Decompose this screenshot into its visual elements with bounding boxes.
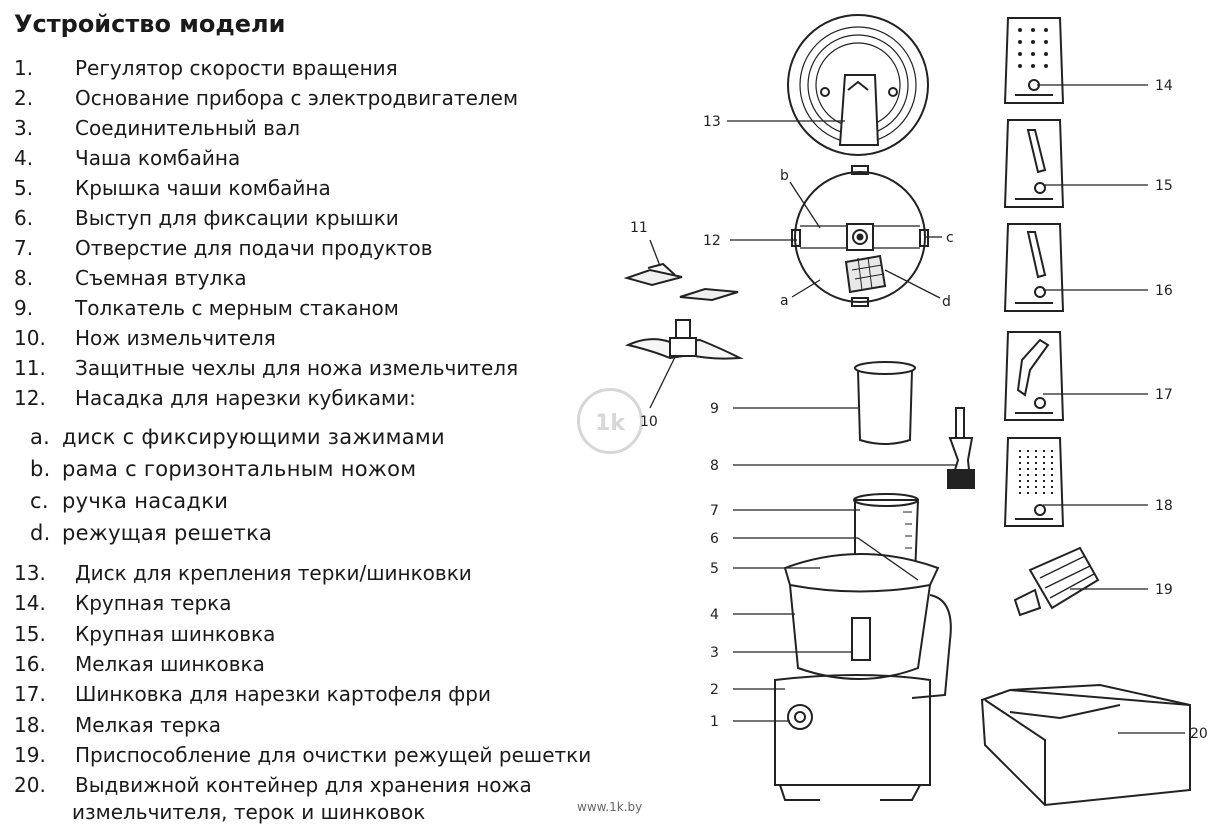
list-item-text: Насадка для нарезки кубиками: xyxy=(75,386,416,410)
list-item-number: 12. xyxy=(14,386,46,410)
part-20-storage-box xyxy=(980,683,1191,807)
callout-a: a xyxy=(780,293,789,309)
list-item-text: Мелкая шинковка xyxy=(75,651,265,676)
callout-labels: 13 12 c b a d 11 10 9 8 7 6 5 4 3 2 1 14… xyxy=(630,78,1208,742)
list-item-text: Съемная втулка xyxy=(75,266,247,290)
list-item-number: 15. xyxy=(14,621,46,646)
list-item-text: Крышка чаши комбайна xyxy=(75,176,331,200)
callout-2: 2 xyxy=(710,682,719,698)
callout-10: 10 xyxy=(640,414,658,430)
footer-url: www.1k.by xyxy=(577,800,643,814)
part-17-fries-slicer xyxy=(1003,331,1065,421)
list-item-text: Регулятор скорости вращения xyxy=(75,56,398,80)
list-item-text: Крупная шинковка xyxy=(75,621,276,646)
list-item-text: Выступ для фиксации крышки xyxy=(75,206,399,230)
part-11-covers xyxy=(623,262,739,302)
list-item-text: ручка насадки xyxy=(62,489,229,513)
part-13-disc xyxy=(787,14,929,156)
list-item-continuation: измельчителя, терок и шинковок xyxy=(72,800,426,824)
list-item-number: 18. xyxy=(14,712,46,737)
list-item-number: 16. xyxy=(14,651,46,676)
callout-15: 15 xyxy=(1155,178,1173,194)
list-item-text: Крупная терка xyxy=(75,591,232,616)
callout-d: d xyxy=(942,294,951,310)
list-item-text: Отверстие для подачи продуктов xyxy=(75,236,433,260)
list-item-text: режущая решетка xyxy=(62,521,273,545)
callout-12: 12 xyxy=(703,233,721,249)
list-item-number: 13. xyxy=(14,561,46,585)
list-item-number: b. xyxy=(30,457,51,481)
list-item-text: диск с фиксирующими зажимами xyxy=(62,425,446,449)
part-15-coarse-slicer xyxy=(1003,119,1065,208)
list-item-number: d. xyxy=(30,521,51,545)
list-item-text: Выдвижной контейнер для хранения ножа xyxy=(75,773,532,798)
part-19-cleaning-tool xyxy=(1013,546,1100,617)
list-item-text: Защитные чехлы для ножа измельчителя xyxy=(75,356,519,380)
list-item-number: c. xyxy=(30,489,49,513)
list-item-text: рама с горизонтальным ножом xyxy=(62,457,417,481)
part-10-knife xyxy=(624,319,744,360)
callout-1: 1 xyxy=(710,714,719,730)
part-main-processor xyxy=(774,493,952,801)
list-item-number: 17. xyxy=(14,682,46,707)
callout-6: 6 xyxy=(710,531,719,547)
callout-16: 16 xyxy=(1155,283,1173,299)
callout-7: 7 xyxy=(710,503,719,519)
callout-18: 18 xyxy=(1155,498,1173,514)
callout-9: 9 xyxy=(710,401,719,417)
part-16-fine-slicer xyxy=(1003,223,1065,312)
list-item-text: Соединительный вал xyxy=(75,116,300,140)
callout-17: 17 xyxy=(1155,387,1173,403)
list-item-number: 20. xyxy=(14,773,46,798)
part-8-sleeve xyxy=(947,407,975,489)
list-item-text: Диск для крепления терки/шинковки xyxy=(75,561,472,585)
leader-lines xyxy=(649,84,1185,734)
watermark-logo: 1k xyxy=(577,388,643,454)
list-item-number: 19. xyxy=(14,742,46,767)
callout-19: 19 xyxy=(1155,582,1173,598)
callout-c: c xyxy=(946,230,954,246)
callout-3: 3 xyxy=(710,645,719,661)
list-item-number: a. xyxy=(30,425,51,449)
list-item-number: 1. xyxy=(14,56,34,80)
callout-8: 8 xyxy=(710,458,719,474)
part-18-fine-grater xyxy=(1003,437,1065,527)
list-item-number: 6. xyxy=(14,206,34,230)
list-item-text: Нож измельчителя xyxy=(75,326,276,350)
list-item-number: 10. xyxy=(14,326,46,350)
list-item-number: 9. xyxy=(14,296,34,320)
part-12-dicing xyxy=(791,165,929,307)
part-14-coarse-grater xyxy=(1003,17,1065,104)
list-item-text: Мелкая терка xyxy=(75,712,222,737)
callout-11: 11 xyxy=(630,220,648,236)
callout-20: 20 xyxy=(1190,726,1208,742)
list-item-number: 2. xyxy=(14,86,34,110)
list-item-number: 8. xyxy=(14,266,34,290)
callout-5: 5 xyxy=(710,561,719,577)
callout-13: 13 xyxy=(703,114,721,130)
list-item-text: Основание прибора с электродвигателем xyxy=(75,86,519,110)
list-item-text: Чаша комбайна xyxy=(75,146,241,170)
list-item-text: Шинковка для нарезки картофеля фри xyxy=(75,682,491,707)
list-item-text: Приспособление для очистки режущей решет… xyxy=(75,742,592,767)
list-item-number: 11. xyxy=(14,356,46,380)
list-item-number: 14. xyxy=(14,591,46,616)
list-item-number: 7. xyxy=(14,236,34,260)
part-9-pusher xyxy=(854,361,916,445)
callout-b: b xyxy=(780,168,789,184)
page-title: Устройство модели xyxy=(14,10,286,38)
list-item-text: Толкатель с мерным стаканом xyxy=(75,296,399,320)
callout-4: 4 xyxy=(710,607,719,623)
list-item-number: 4. xyxy=(14,146,34,170)
list-item-number: 5. xyxy=(14,176,34,200)
callout-14: 14 xyxy=(1155,78,1173,94)
list-item-number: 3. xyxy=(14,116,34,140)
